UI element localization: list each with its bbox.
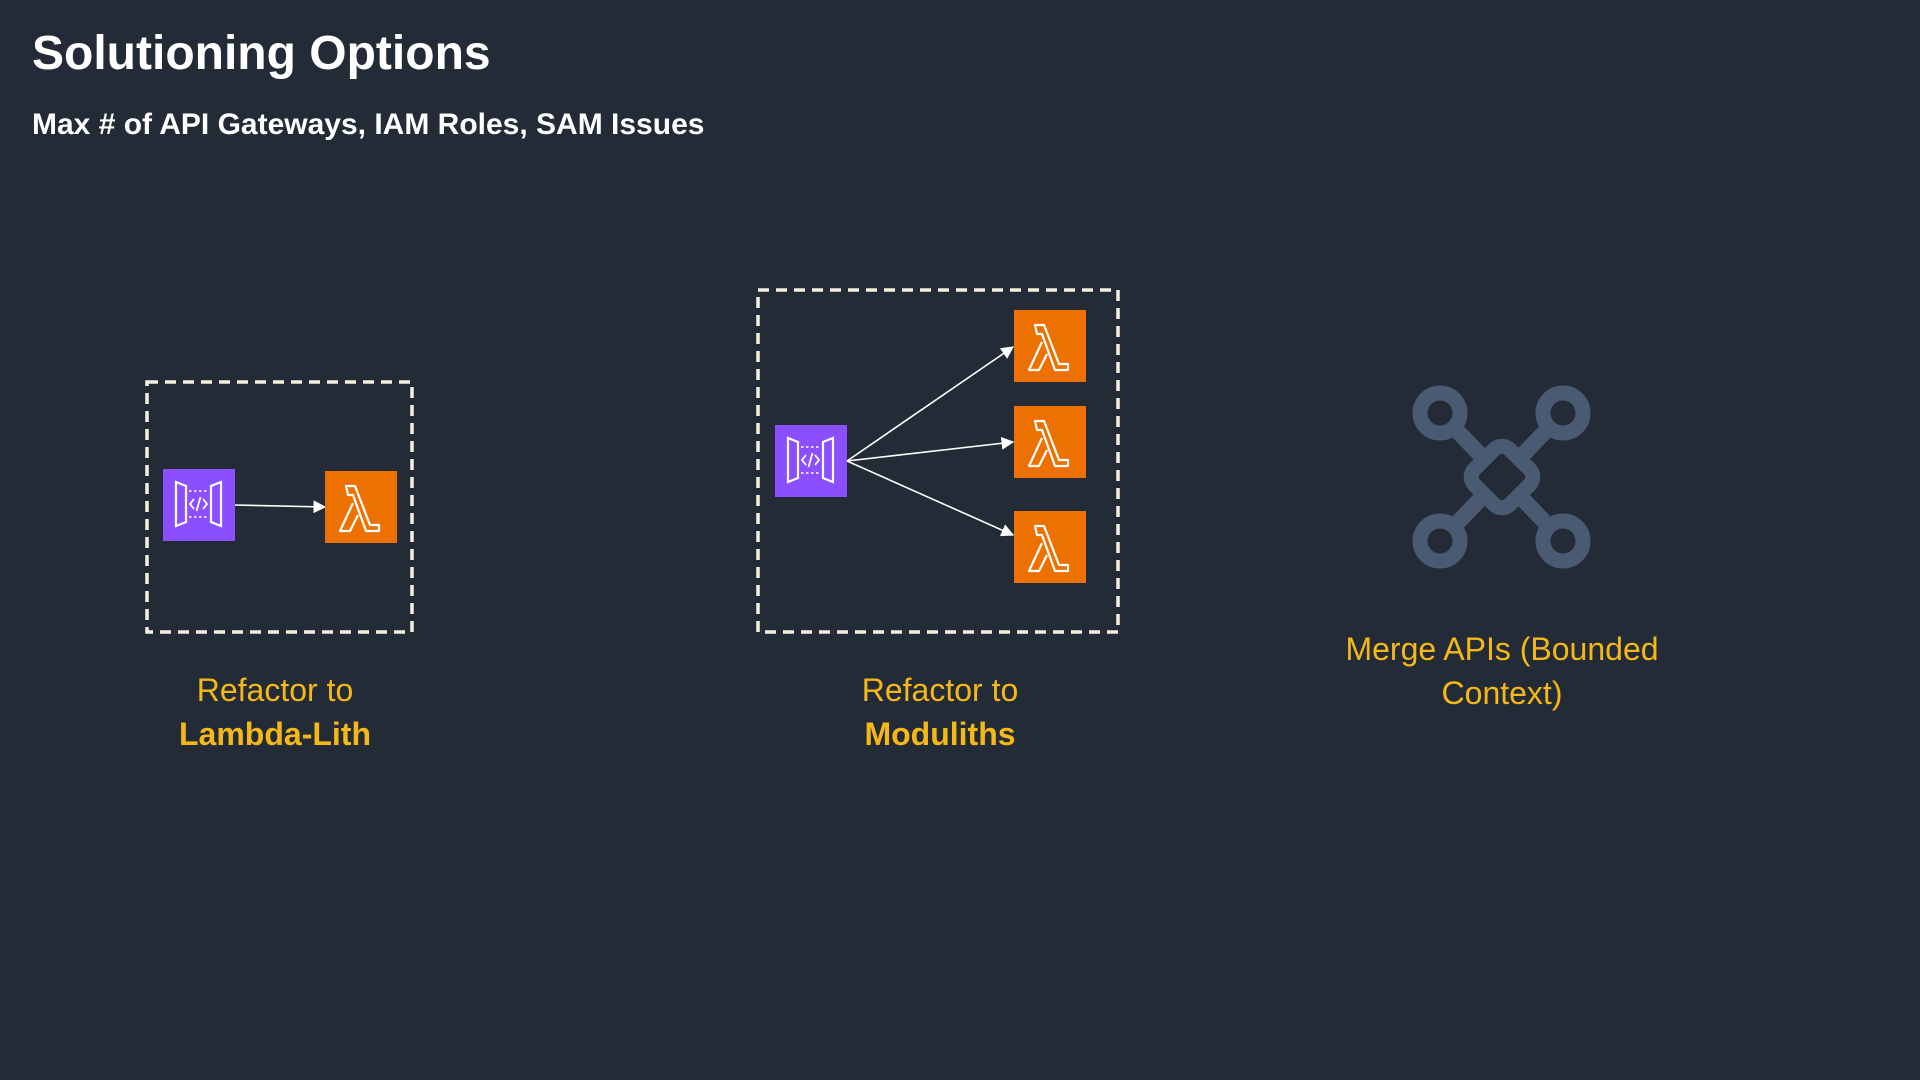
connector-arrow <box>846 436 1015 462</box>
caption-lambda-lith: Refactor to Lambda-Lith <box>125 668 425 756</box>
lambda-icon <box>1014 310 1086 382</box>
caption-merge-apis: Merge APIs (Bounded Context) <box>1322 627 1682 715</box>
moduliths-boundary <box>756 288 1120 634</box>
caption-emphasis: Moduliths <box>864 716 1016 752</box>
caption-line: Refactor to <box>196 672 354 708</box>
slide-title: Solutioning Options <box>32 27 491 80</box>
api-gateway-icon <box>775 425 847 497</box>
lambda-icon <box>325 471 397 543</box>
lambda-icon <box>1014 406 1086 478</box>
lambda-icon <box>1014 511 1086 583</box>
lambda-lith-boundary <box>145 380 414 634</box>
merge-apis-icon <box>1412 385 1591 569</box>
caption-moduliths: Refactor to Moduliths <box>790 668 1090 756</box>
api-gateway-icon <box>163 469 235 541</box>
caption-emphasis: Lambda-Lith <box>179 716 371 752</box>
option-lambda-lith <box>145 380 414 634</box>
slide-subtitle: Max # of API Gateways, IAM Roles, SAM Is… <box>32 108 705 141</box>
caption-line: Refactor to <box>861 672 1019 708</box>
caption-line: Merge APIs (Bounded <box>1345 631 1659 667</box>
connector-arrow <box>234 500 327 514</box>
connector-arrow <box>846 460 1015 537</box>
option-moduliths <box>756 288 1120 634</box>
connector-arrow <box>846 346 1015 462</box>
caption-line: Context) <box>1441 675 1563 711</box>
